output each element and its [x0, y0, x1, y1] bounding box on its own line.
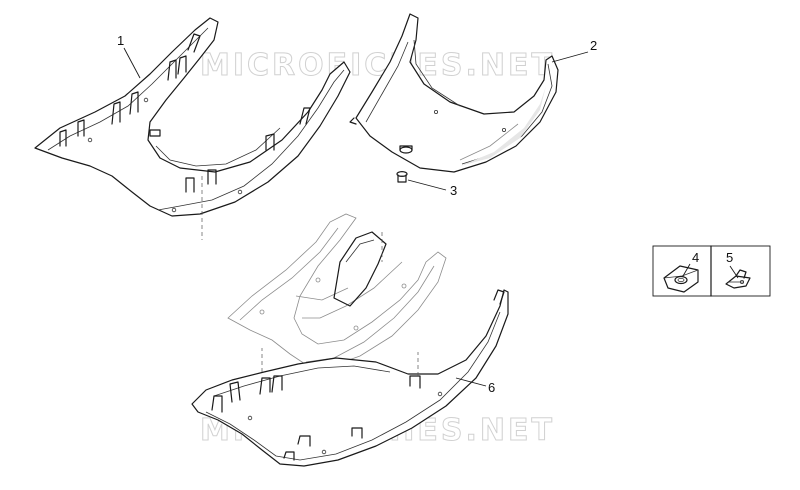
callout-4: 4: [692, 250, 699, 265]
watermark-top: MICROFICHES.NET: [200, 48, 555, 83]
callout-6: 6: [488, 380, 495, 395]
callout-2: 2: [590, 38, 597, 53]
part-1-leg-shield[interactable]: [34, 17, 351, 240]
leader-1: [123, 47, 141, 79]
callout-5: 5: [726, 250, 733, 265]
part-3-screw[interactable]: [396, 171, 408, 183]
leader-6: [455, 377, 487, 387]
part-5-clip[interactable]: [725, 269, 751, 289]
lower-frame-reference: [227, 213, 447, 367]
part-4-clip-nut[interactable]: [663, 265, 699, 293]
part-6-lower-fairing[interactable]: [191, 289, 509, 467]
leader-2: [551, 51, 589, 63]
leader-5: [729, 265, 739, 279]
callout-3: 3: [450, 183, 457, 198]
leader-4: [682, 263, 691, 277]
part-2-rear-shield[interactable]: [349, 13, 559, 173]
callout-1: 1: [117, 33, 124, 48]
leader-3: [407, 179, 447, 191]
